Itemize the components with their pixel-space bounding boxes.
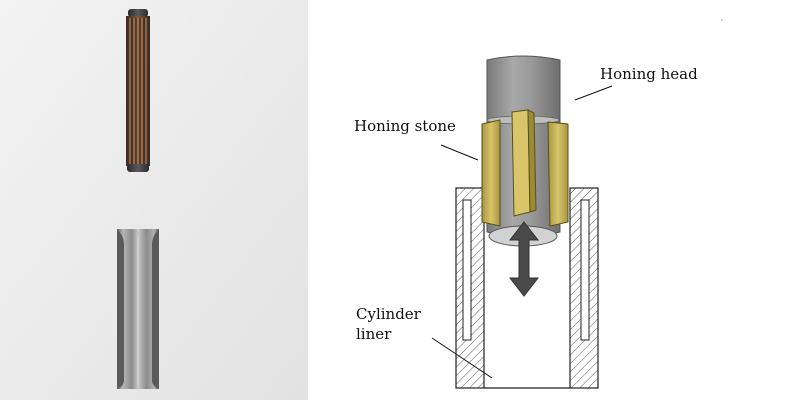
- honing-head-leader: [574, 85, 613, 101]
- reciprocating-arrow: [508, 221, 540, 297]
- cylinder-label: Cylinder: [356, 305, 422, 323]
- cylinder-liner-leader: [431, 337, 493, 379]
- schematic-svg: Honing head Honing stone Cylinder liner: [354, 19, 723, 389]
- cylinder-liner-render: [117, 229, 159, 389]
- render-panel: [0, 0, 308, 400]
- honing-tool-render: [126, 9, 150, 172]
- cylinder-liner-section: [455, 187, 599, 389]
- honing-stone-leader: [440, 144, 479, 161]
- stray-dot: [721, 19, 723, 21]
- honing-head-label: Honing head: [600, 65, 698, 83]
- liner-label: liner: [356, 325, 392, 343]
- honing-stone-label: Honing stone: [354, 117, 456, 135]
- leader-lines: [431, 85, 613, 379]
- honing-stones: [481, 109, 569, 227]
- render-svg: [0, 0, 308, 400]
- honing-head: [486, 55, 561, 247]
- schematic-panel: Honing head Honing stone Cylinder liner: [308, 0, 800, 400]
